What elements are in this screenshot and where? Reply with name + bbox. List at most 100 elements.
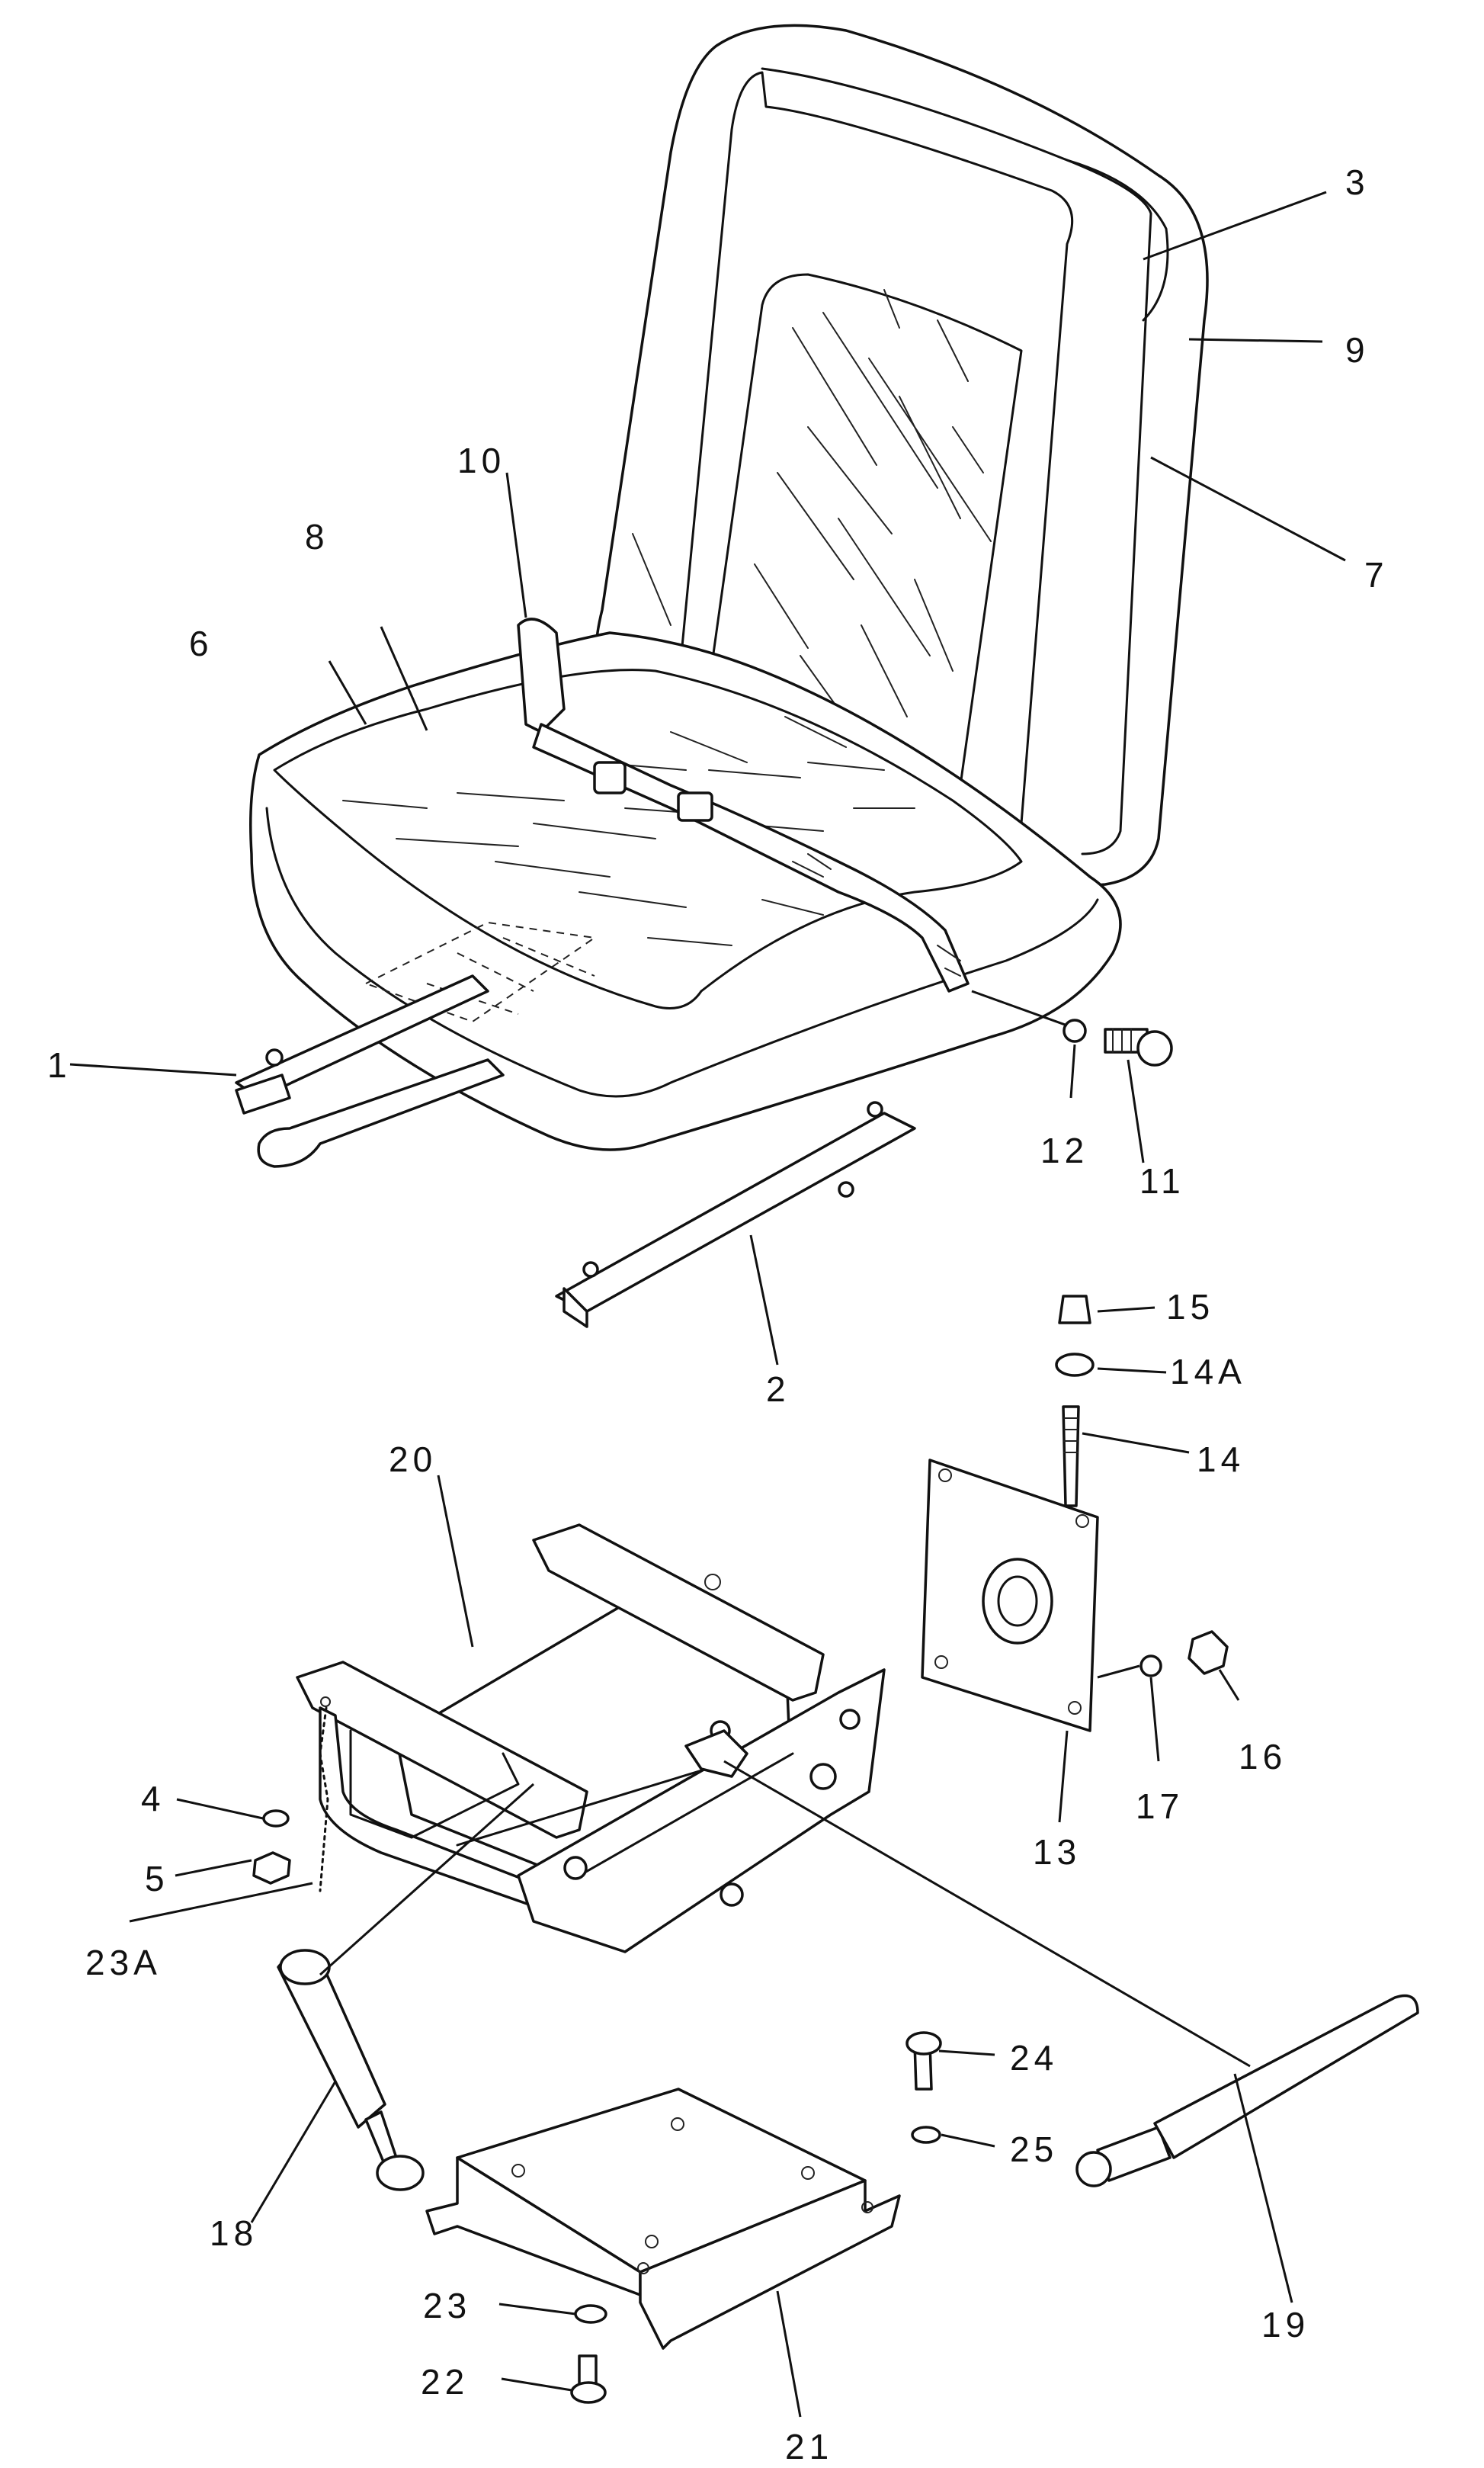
leader-10 [505, 472, 527, 618]
callout-5: 5 [145, 1859, 169, 1898]
plate-hole-d [1068, 1701, 1082, 1715]
seat-cushion-stitching [342, 716, 915, 946]
callout-17: 17 [1136, 1786, 1184, 1826]
leader-5 [175, 1859, 252, 1877]
leader-24 [938, 2049, 995, 2056]
callout-23: 23 [423, 2286, 471, 2325]
bolt-24-head [905, 2031, 942, 2056]
leader-1 [69, 1063, 237, 1077]
frame-scissor-arm [456, 1752, 794, 1877]
callout-15: 15 [1166, 1287, 1214, 1327]
nut-14a [1055, 1353, 1095, 1377]
frame-front-window [349, 1729, 520, 1839]
frame-pivot-a [563, 1856, 588, 1880]
callout-1: 1 [47, 1045, 72, 1085]
leader-21 [776, 2290, 802, 2418]
slide-rail-1-stud [265, 1048, 284, 1067]
plate-hole-a [938, 1468, 952, 1482]
shock-bottom-eye [376, 2155, 425, 2191]
base-hole-e [861, 2201, 873, 2213]
leader-shock-to-frame [319, 1783, 534, 1976]
callout-13: 13 [1033, 1832, 1081, 1872]
leader-14 [1082, 1432, 1190, 1454]
callout-12: 12 [1040, 1131, 1088, 1170]
base-plate-21 [425, 2088, 901, 2350]
base-hole-d [645, 2235, 659, 2248]
base-hole-a [671, 2117, 684, 2131]
belt-anchor-leader [971, 990, 1068, 1027]
leader-18 [250, 2081, 337, 2223]
bolt-11-head [1136, 1030, 1173, 1067]
shock-top-eye [279, 1949, 331, 1985]
swivel-plate-assembly [921, 1295, 1229, 1732]
callout-4: 4 [141, 1779, 165, 1818]
leader-16 [1218, 1669, 1240, 1701]
callout-8: 8 [305, 517, 329, 557]
callout-23a: 23A [85, 1943, 162, 1982]
nut-16 [1188, 1630, 1229, 1675]
base-plate-right-flange [639, 2179, 901, 2350]
handle-19 [1075, 1994, 1419, 2187]
callout-10: 10 [457, 441, 505, 480]
frame-top-rail-front [296, 1661, 588, 1839]
callout-14: 14 [1197, 1439, 1245, 1479]
chain-23a [319, 1706, 329, 1892]
callout-11: 11 [1139, 1161, 1185, 1201]
seat-belt-strap-left [517, 618, 566, 733]
seat-belt-latch [677, 791, 713, 822]
bolt-11-threads [1112, 1029, 1132, 1053]
callout-3: 3 [1345, 162, 1370, 202]
leader-13 [1058, 1730, 1069, 1823]
slide-rail-2-stud-b [867, 1101, 883, 1118]
stud-14-threads [1063, 1417, 1079, 1453]
leader-23 [498, 2303, 576, 2316]
slide-rail-2-stud-c [838, 1181, 854, 1198]
seat-back-stitching [632, 289, 992, 717]
leader-20 [437, 1475, 474, 1648]
seat-belt-buckle [593, 761, 627, 794]
slide-rail-1-lever [257, 1058, 505, 1168]
leader-8 [380, 626, 428, 731]
frame-pivot-d [839, 1709, 861, 1730]
leader-plate-to-washer [1097, 1664, 1140, 1679]
leader-3 [1143, 191, 1327, 261]
leader-6 [328, 660, 367, 725]
leader-4 [176, 1798, 264, 1820]
plate-hole-b [1075, 1514, 1089, 1528]
callout-2: 2 [766, 1369, 790, 1409]
slide-rail-left [235, 974, 505, 1168]
handle-end-knob [1075, 2151, 1112, 2187]
handle-rod [1153, 1994, 1419, 2159]
leader-17 [1149, 1677, 1160, 1762]
seat-cushion-body [249, 631, 1122, 1151]
stud-14 [1062, 1405, 1080, 1507]
callout-16: 16 [1239, 1737, 1287, 1776]
seat-belt [517, 618, 970, 993]
seat-back-top-roll [1066, 159, 1169, 322]
leader-14a [1097, 1367, 1167, 1374]
frame-hole-front [320, 1696, 331, 1707]
callout-20: 20 [389, 1439, 437, 1479]
leader-handle-to-frame [723, 1760, 1251, 2068]
base-hole-c [801, 2166, 815, 2180]
frame-hole-back [704, 1574, 721, 1590]
slide-rail-1-bracket [235, 1074, 291, 1115]
seat-cushion-side-seam [265, 807, 1099, 1098]
callout-18: 18 [210, 2213, 258, 2253]
callout-6: 6 [189, 624, 213, 663]
slide-rail-2-stud-a [582, 1261, 599, 1278]
leader-2 [749, 1234, 779, 1366]
callout-19: 19 [1261, 2305, 1309, 2344]
slide-rail-2-channel [563, 1287, 588, 1328]
callout-14a: 14A [1170, 1352, 1246, 1391]
callout-21: 21 [785, 2427, 833, 2466]
leader-lines [69, 191, 1346, 2418]
bolt-22-head [570, 2381, 607, 2404]
washer-4 [262, 1809, 290, 1828]
callout-9: 9 [1345, 330, 1370, 370]
washer-17 [1139, 1654, 1162, 1677]
suspension-frame [296, 1523, 886, 1953]
frame-side-plate [517, 1668, 886, 1953]
leader-15 [1097, 1306, 1155, 1313]
